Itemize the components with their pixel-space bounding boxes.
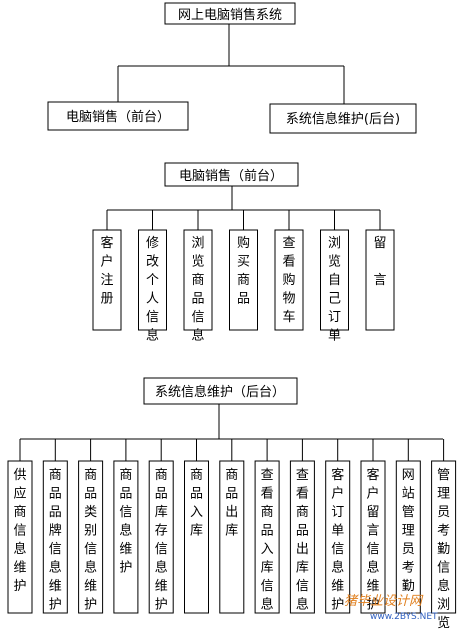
- backend-items-label-10: 客户留言信息维护: [366, 467, 379, 613]
- root-node-label: 网上电脑销售系统: [178, 7, 282, 23]
- watermark: 猪毕业设计网 www.2BYS.NET: [344, 594, 438, 622]
- frontend-items-label-3: 购买商品: [237, 235, 250, 307]
- watermark-url: www.2BYS.NET: [370, 612, 438, 622]
- watermark-text: 猪毕业设计网: [344, 594, 424, 609]
- backend-items-node-11: [395, 460, 421, 614]
- frontend-items-label-2: 浏览商品信息: [191, 235, 204, 344]
- frontend-items-label-1: 修改个人信息: [146, 236, 159, 344]
- backend-item-group: 供应商信息维护 商品品牌信息维护 商品类别信息维护 商品信息维护 商品库存信息维护 商品入…: [7, 439, 457, 631]
- frontend-items-node-0: [92, 229, 122, 331]
- backend-items-label-4: 商品库存信息维护: [155, 468, 168, 613]
- backend-items-label-12: 管理员考勤信息浏览: [437, 468, 450, 631]
- backend-items-label-6: 商品出库: [225, 468, 238, 539]
- branch-backend-label: 系统信息维护(后台): [286, 111, 400, 127]
- frontend-items-node-6: [365, 229, 395, 331]
- backend-items-node-1: [42, 460, 68, 614]
- backend-items-label-9: 客户订单信息维护: [331, 467, 344, 613]
- backend-title-node: [143, 377, 298, 405]
- top-diagram: 网上电脑销售系统 电脑销售（前台） 系统信息维护(后台): [47, 2, 417, 134]
- backend-items-label-11: 网站管理员考勤: [402, 468, 415, 594]
- frontend-items-label-0: 客户注册: [100, 235, 113, 307]
- frontend-item-group: 客户注册 修改个人信息 浏览商品信息 购买商品 查看购物车 浏览自己订单 留 言: [92, 210, 395, 344]
- backend-items-node-9: [325, 460, 351, 614]
- frontend-diagram: 电脑销售（前台） 客户注册 修改个人信息 浏览商品信息 购买商品 查看购物车 浏览自己订单…: [92, 162, 395, 344]
- backend-items-label-0: 供应商信息维护: [13, 468, 26, 594]
- backend-items-node-3: [113, 460, 139, 614]
- backend-items-node-2: [78, 460, 104, 614]
- frontend-title-label: 电脑销售（前台）: [179, 168, 283, 184]
- branch-frontend-label: 电脑销售（前台）: [66, 109, 170, 125]
- frontend-items-label-4: 查看购物车: [282, 236, 295, 325]
- backend-items-label-3: 商品信息维护: [119, 468, 132, 576]
- backend-items-label-8: 查看商品出库信息: [296, 468, 309, 613]
- backend-items-node-6: [219, 460, 245, 614]
- branch-node-frontend: [47, 101, 189, 131]
- backend-items-node-10: [360, 460, 386, 614]
- frontend-items-node-4: [274, 229, 304, 331]
- backend-items-node-7: [254, 460, 280, 614]
- backend-items-label-2: 商品类别信息维护: [84, 468, 97, 613]
- backend-title-label: 系统信息维护（后台）: [155, 384, 285, 400]
- backend-items-label-1: 商品品牌信息维护: [49, 468, 62, 613]
- frontend-items-node-3: [229, 229, 258, 331]
- frontend-items-node-1: [138, 229, 167, 331]
- backend-diagram: 系统信息维护（后台） 供应商信息维护 商品品牌信息维护 商品类别信息维护 商品信息维护…: [7, 377, 457, 631]
- backend-items-node-5: [184, 460, 209, 614]
- branch-node-backend: [269, 103, 417, 134]
- frontend-title-node: [164, 162, 299, 187]
- frontend-items-label-6: 留 言: [373, 236, 386, 288]
- root-node: [164, 2, 296, 25]
- backend-items-label-7: 查看商品入库信息: [261, 468, 274, 613]
- frontend-items-node-2: [183, 229, 213, 331]
- backend-items-node-8: [289, 460, 315, 614]
- backend-items-node-0: [7, 460, 33, 614]
- frontend-items-node-5: [320, 229, 349, 331]
- backend-items-label-5: 商品入库: [190, 468, 203, 539]
- backend-items-node-4: [148, 460, 174, 614]
- frontend-items-label-5: 浏览自己订单: [328, 235, 341, 344]
- backend-items-node-12: [431, 460, 457, 614]
